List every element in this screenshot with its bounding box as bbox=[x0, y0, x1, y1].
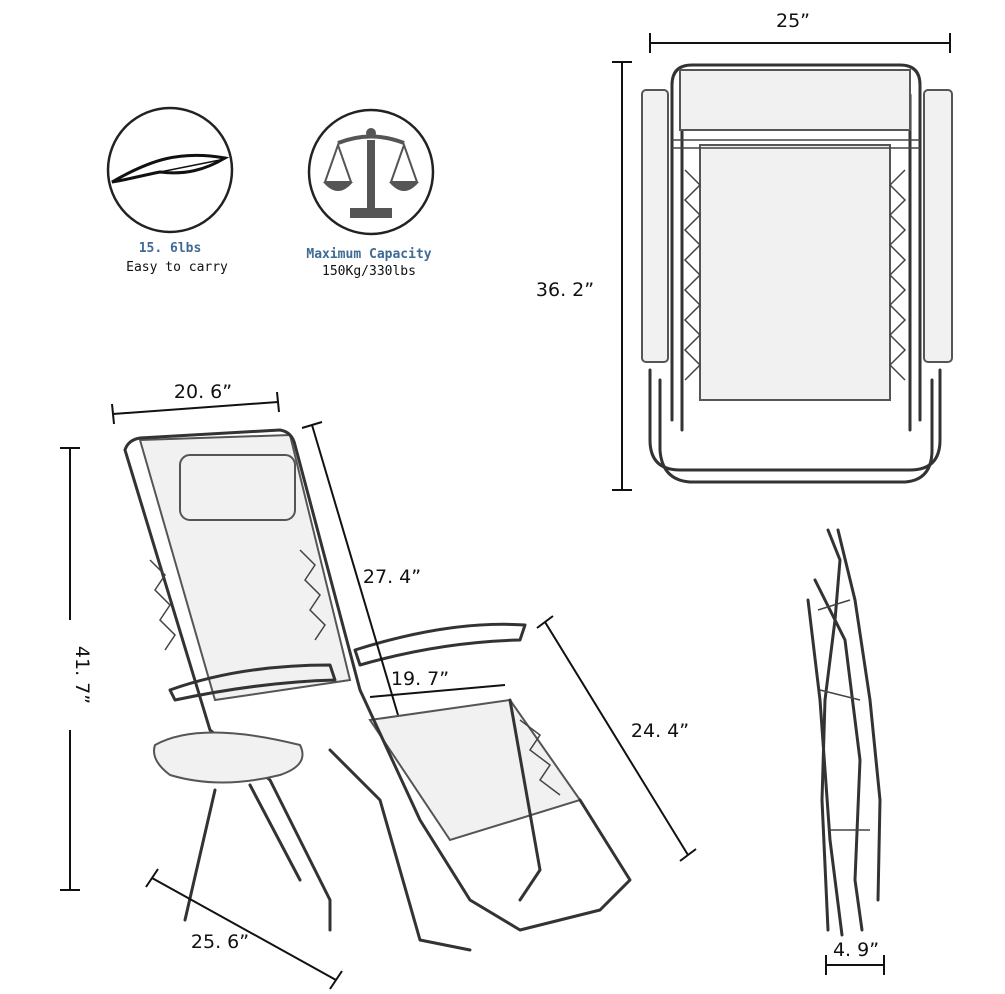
back-length-dimension-line bbox=[301, 421, 399, 716]
capacity-label: Maximum Capacity bbox=[306, 247, 431, 262]
folded-height-label: 36. 2” bbox=[536, 279, 594, 301]
weight-caption: Easy to carry bbox=[126, 260, 228, 275]
base-depth-label: 25. 6” bbox=[191, 931, 249, 953]
seat-width-label: 19. 7” bbox=[391, 668, 449, 690]
folded-width-dimension-line bbox=[649, 33, 951, 53]
seat-width-dimension-line bbox=[369, 684, 506, 698]
seat-length-label: 24. 4” bbox=[631, 720, 689, 742]
capacity-caption: 150Kg/330lbs bbox=[322, 264, 416, 279]
scale-icon bbox=[307, 108, 435, 236]
folded-chair-side-view bbox=[806, 528, 882, 937]
weight-label: 15. 6lbs bbox=[139, 241, 202, 256]
feather-icon bbox=[106, 106, 234, 234]
folded-chair-front-view bbox=[641, 63, 953, 484]
overall-height-label: 41. 7” bbox=[71, 646, 93, 704]
back-length-label: 27. 4” bbox=[363, 566, 421, 588]
folded-height-dimension-line bbox=[612, 61, 632, 491]
folded-thickness-dimension-line bbox=[825, 955, 885, 975]
folded-width-label: 25” bbox=[776, 10, 810, 32]
back-width-dimension-line bbox=[111, 391, 280, 425]
folded-thickness-label: 4. 9” bbox=[833, 939, 879, 961]
base-depth-dimension-line bbox=[145, 868, 343, 990]
seat-length-dimension-line bbox=[536, 615, 697, 862]
back-width-label: 20. 6” bbox=[174, 381, 232, 403]
open-chair-view bbox=[123, 428, 632, 952]
